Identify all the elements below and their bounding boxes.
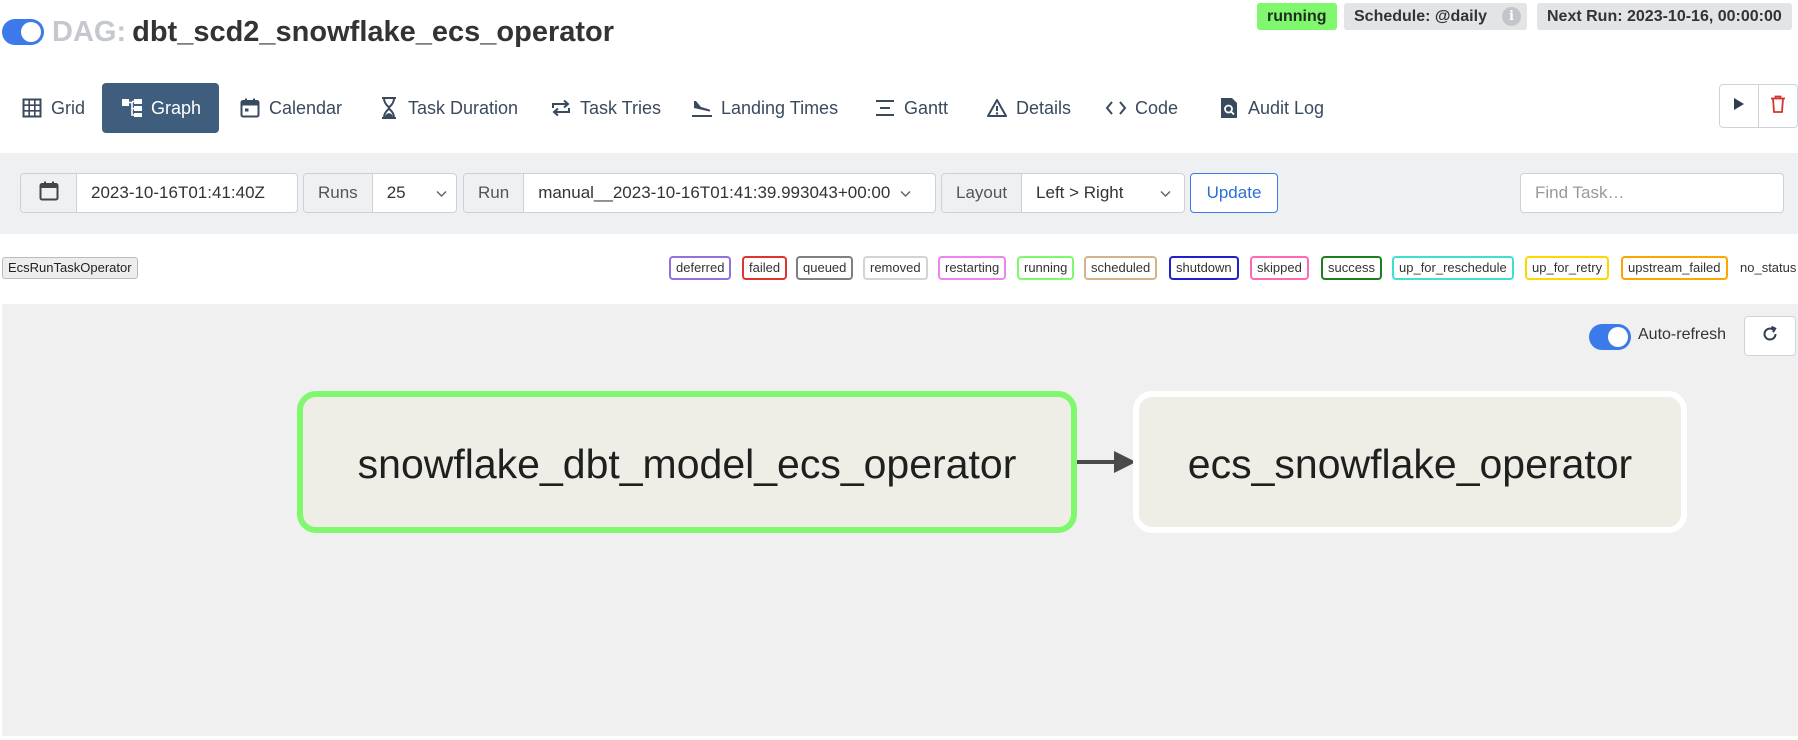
delete-dag-button[interactable] <box>1758 85 1797 127</box>
legend-upstream-failed[interactable]: upstream_failed <box>1621 256 1728 280</box>
gantt-icon <box>873 96 897 120</box>
audit-file-icon <box>1217 96 1241 120</box>
legend-restarting[interactable]: restarting <box>938 256 1007 280</box>
task-node-box <box>297 391 1077 533</box>
tab-label: Graph <box>151 97 202 118</box>
task-node-snowflake-dbt-model-ecs-operator[interactable]: snowflake_dbt_model_ecs_operator <box>297 391 1077 533</box>
find-task-input[interactable] <box>1520 173 1784 213</box>
layout-select[interactable]: Left > Right <box>1022 174 1180 212</box>
dag-action-buttons <box>1719 84 1798 128</box>
code-icon <box>1104 96 1128 120</box>
base-date-group: 2023-10-16T01:41:40Z <box>20 173 298 213</box>
tab-label: Code <box>1135 97 1179 118</box>
info-icon[interactable]: i <box>1502 7 1521 26</box>
calendar-icon <box>39 181 59 206</box>
dependency-edge <box>1077 451 1136 473</box>
tab-landing-times[interactable]: Landing Times <box>690 83 838 133</box>
layout-group: Layout Left > Right <box>941 173 1185 213</box>
tab-details[interactable]: Details <box>985 83 1071 133</box>
tab-label: Task Duration <box>408 97 519 118</box>
chevron-down-icon <box>436 186 447 201</box>
operator-legend-badge: EcsRunTaskOperator <box>2 257 138 279</box>
repeat-icon <box>549 96 573 120</box>
graph-canvas[interactable]: Auto-refresh snowflake_dbt_model_ecs_ope… <box>2 304 1798 736</box>
tab-calendar[interactable]: Calendar <box>238 83 342 133</box>
graph-filter-bar: 2023-10-16T01:41:40Z Runs 25 Run manual_… <box>0 153 1798 234</box>
tab-code[interactable]: Code <box>1104 83 1178 133</box>
run-label: Run <box>464 174 525 212</box>
runs-value: 25 <box>386 183 406 202</box>
task-node-ecs-snowflake-operator[interactable]: ecs_snowflake_operator <box>1133 391 1687 533</box>
task-node-label: snowflake_dbt_model_ecs_operator <box>358 441 1017 487</box>
legend-failed[interactable]: failed <box>742 256 788 280</box>
calendar-icon <box>238 96 262 120</box>
calendar-picker-button[interactable] <box>21 174 77 212</box>
update-button[interactable]: Update <box>1190 173 1278 213</box>
next-run-badge: Next Run: 2023-10-16, 00:00:00 <box>1537 3 1792 30</box>
tab-label: Calendar <box>269 97 343 118</box>
toggle-knob <box>21 22 41 42</box>
legend-shutdown[interactable]: shutdown <box>1169 256 1239 280</box>
legend-up-for-retry[interactable]: up_for_retry <box>1525 256 1610 280</box>
dag-pause-toggle[interactable] <box>2 19 44 45</box>
run-group: Run manual__2023-10-16T01:41:39.993043+0… <box>463 173 936 213</box>
refresh-icon <box>1761 325 1779 348</box>
task-node-box <box>1133 391 1687 533</box>
dag-run-status-badge: running <box>1257 3 1337 30</box>
graph-icon <box>120 96 144 120</box>
tab-label: Task Tries <box>580 97 662 118</box>
legend-skipped[interactable]: skipped <box>1250 256 1309 280</box>
run-select[interactable]: manual__2023-10-16T01:41:39.993043+00:00 <box>524 174 920 212</box>
trash-icon <box>1770 95 1786 118</box>
runs-group: Runs 25 <box>303 173 457 213</box>
tab-graph[interactable]: Graph <box>102 83 220 133</box>
legend-up-for-reschedule[interactable]: up_for_reschedule <box>1392 256 1514 280</box>
legend-running[interactable]: running <box>1017 256 1075 280</box>
legend-success[interactable]: success <box>1321 256 1382 280</box>
runs-select[interactable]: 25 <box>373 174 456 212</box>
task-node-label: ecs_snowflake_operator <box>1188 441 1632 487</box>
chevron-down-icon <box>900 186 911 201</box>
refresh-button[interactable] <box>1744 316 1796 356</box>
legend-deferred[interactable]: deferred <box>669 256 732 280</box>
chevron-down-icon <box>1160 186 1171 201</box>
dag-name[interactable]: dbt_scd2_snowflake_ecs_operator <box>132 16 615 48</box>
tab-grid[interactable]: Grid <box>20 83 85 133</box>
tab-label: Details <box>1016 97 1072 118</box>
dag-title: DAG:dbt_scd2_snowflake_ecs_operator <box>52 14 614 50</box>
grid-icon <box>20 96 44 120</box>
tab-audit-log[interactable]: Audit Log <box>1217 83 1324 133</box>
dag-graph: snowflake_dbt_model_ecs_operator ecs_sno… <box>297 391 1687 533</box>
base-date-input[interactable]: 2023-10-16T01:41:40Z <box>91 183 265 202</box>
hourglass-icon <box>377 96 401 120</box>
schedule-badge: Schedule: @daily <box>1344 3 1527 30</box>
layout-value: Left > Right <box>1036 183 1124 202</box>
tab-label: Grid <box>51 97 86 118</box>
dag-title-prefix: DAG: <box>52 16 127 48</box>
trigger-dag-button[interactable] <box>1720 85 1758 127</box>
tab-label: Audit Log <box>1248 97 1325 118</box>
play-icon <box>1733 96 1745 116</box>
warning-triangle-icon <box>985 96 1009 120</box>
runs-label: Runs <box>304 174 373 212</box>
layout-label: Layout <box>942 174 1023 212</box>
auto-refresh-label: Auto-refresh <box>1638 326 1727 343</box>
auto-refresh-toggle[interactable] <box>1589 324 1631 350</box>
tab-label: Landing Times <box>721 97 839 118</box>
tab-task-tries[interactable]: Task Tries <box>549 83 661 133</box>
legend-queued[interactable]: queued <box>796 256 854 280</box>
tab-gantt[interactable]: Gantt <box>873 83 948 133</box>
legend-removed[interactable]: removed <box>863 256 928 280</box>
toggle-knob <box>1608 327 1628 347</box>
legend-no-status[interactable]: no_status <box>1740 256 1797 280</box>
dag-header: DAG:dbt_scd2_snowflake_ecs_operator runn… <box>0 0 1798 70</box>
tab-label: Gantt <box>904 97 949 118</box>
tab-task-duration[interactable]: Task Duration <box>377 83 518 133</box>
view-tabs: Grid Graph Calendar Task Duration Task T… <box>0 83 1798 135</box>
legend-scheduled[interactable]: scheduled <box>1084 256 1158 280</box>
plane-landing-icon <box>690 96 714 120</box>
run-value: manual__2023-10-16T01:41:39.993043+00:00 <box>538 183 891 202</box>
